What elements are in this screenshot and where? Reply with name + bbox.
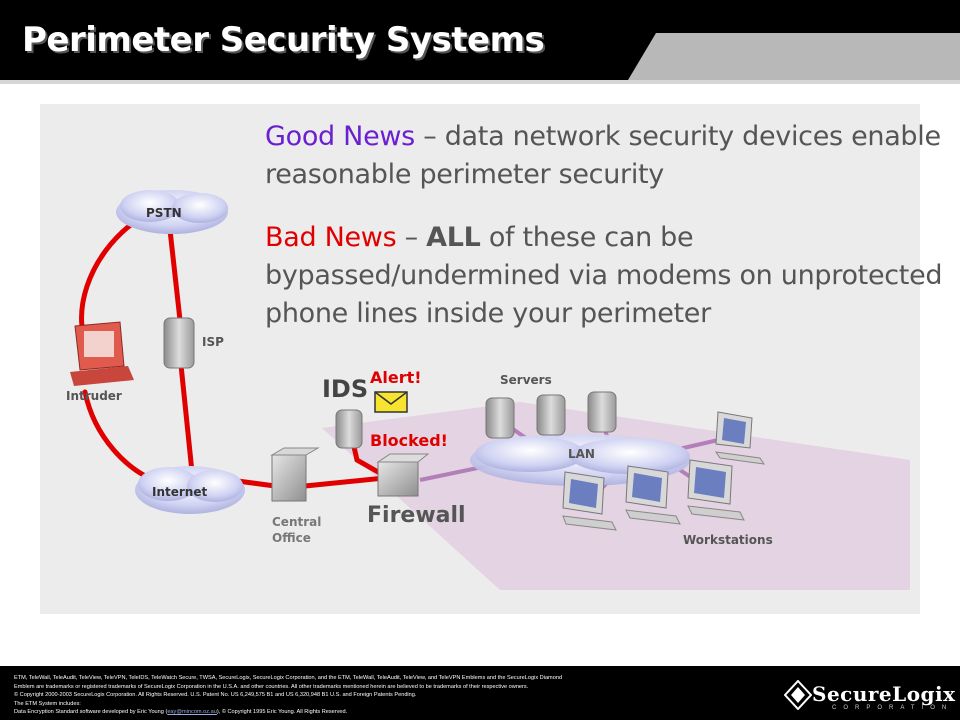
workstations-label: Workstations: [683, 533, 773, 547]
ids-box: [335, 409, 363, 449]
central-office-label: Central Office: [272, 514, 321, 546]
pstn-cloud: [116, 190, 228, 234]
central-office-line2: Office: [272, 531, 311, 545]
firewall-box: [376, 453, 430, 497]
central-office-line1: Central: [272, 515, 322, 529]
footer-line-2: Emblem are trademarks or registered trad…: [14, 683, 529, 690]
internet-label: Internet: [152, 485, 208, 499]
firewall-label: Firewall: [367, 503, 466, 528]
central-office-box: [270, 447, 320, 502]
logo-subtitle: CORPORATION: [832, 705, 954, 711]
good-news-text: Good News – data network security device…: [265, 118, 945, 194]
footer-legal-text: ETM, TeleWall, TeleAudit, TeleView, Tele…: [14, 674, 734, 717]
intruder-computer: [70, 321, 134, 386]
footer-line-5-prefix: Data Encryption Standard software develo…: [14, 709, 168, 716]
title-bar-accent: [628, 33, 960, 80]
footer-line-1: ETM, TeleWall, TeleAudit, TeleView, Tele…: [14, 675, 563, 681]
footer-line-5: Data Encryption Standard software develo…: [14, 708, 734, 717]
slide-title: Perimeter Security Systems: [22, 20, 545, 60]
intruder-label: Intruder: [66, 389, 122, 403]
bad-news-label: Bad News: [265, 222, 397, 253]
good-news-body: – data network security devices enable r…: [265, 121, 941, 190]
isp-label: ISP: [202, 335, 224, 349]
alert-envelope-icon: [374, 391, 408, 413]
footer-line-3: © Copyright 2000-2003 SecureLogix Corpor…: [14, 692, 417, 699]
securelogix-logo: SecureLogix CORPORATION: [782, 678, 957, 714]
bad-news-text: Bad News – ALL of these can be bypassed/…: [265, 219, 945, 333]
lan-floor: [322, 402, 910, 590]
blocked-label: Blocked!: [370, 431, 448, 450]
bad-news-emphasis: ALL: [426, 222, 481, 253]
alert-label: Alert!: [370, 368, 422, 387]
footer-line-4: The ETM System includes:: [14, 700, 81, 707]
internet-cloud: [135, 466, 245, 514]
isp-box: [163, 317, 195, 369]
ids-label: IDS: [322, 375, 369, 403]
workstations: [562, 411, 766, 531]
bad-news-body: of these can be bypassed/undermined via …: [265, 222, 943, 329]
footer-email-link[interactable]: eay@mincom.oz.au: [167, 709, 217, 716]
logo-wordmark: SecureLogix: [812, 682, 956, 706]
title-divider: [0, 80, 960, 84]
title-bar: Perimeter Security Systems: [0, 0, 960, 80]
pstn-label: PSTN: [146, 206, 182, 220]
footer-line-5-suffix: ), © Copyright 1995 Eric Young. All Righ…: [216, 709, 348, 716]
diamond-emblem-icon: [784, 680, 812, 710]
servers-label: Servers: [500, 373, 552, 387]
bad-news-dash: –: [396, 222, 427, 253]
lan-label: LAN: [568, 447, 595, 461]
good-news-label: Good News: [265, 121, 415, 152]
servers: [485, 391, 617, 439]
